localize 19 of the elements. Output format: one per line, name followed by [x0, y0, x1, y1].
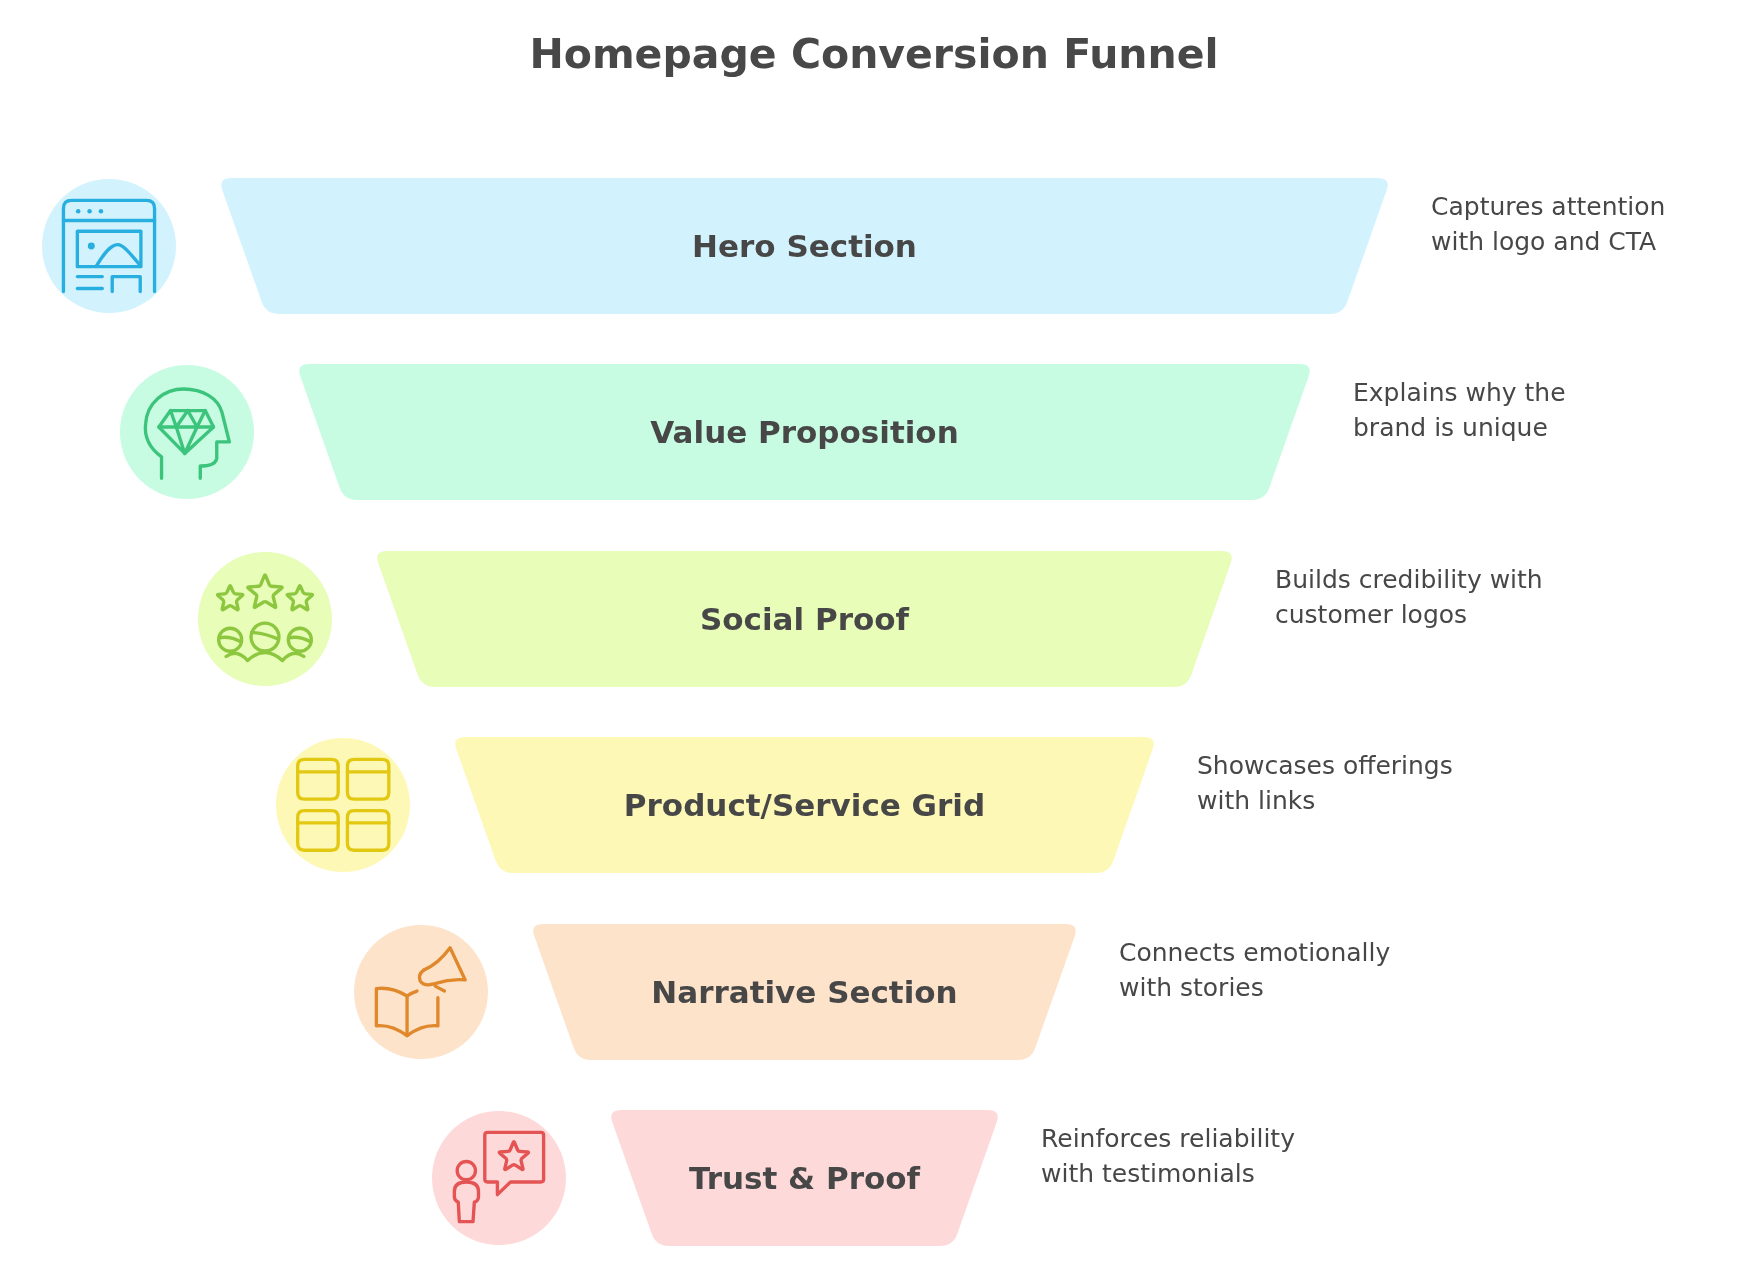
- funnel-stage: [374, 550, 1235, 687]
- stage-description: Builds credibility with customer logos: [1275, 563, 1544, 631]
- stage-description: Connects emotionally with stories: [1119, 936, 1392, 1004]
- stage-label: Narrative Section: [651, 973, 958, 1010]
- stage-label: Trust & Proof: [688, 1160, 921, 1196]
- diagram-title: Homepage Conversion Funnel: [529, 29, 1219, 80]
- funnel-stage: [452, 737, 1157, 874]
- stage-label: Social Proof: [699, 600, 910, 637]
- stage-label: Value Proposition: [650, 414, 959, 451]
- stage-description: Explains why the brand is unique: [1353, 377, 1567, 445]
- funnel-stage: [530, 923, 1079, 1060]
- funnel-stage: [608, 1110, 1001, 1246]
- stage-label: Hero Section: [692, 228, 917, 264]
- funnel-stage: [296, 364, 1313, 501]
- stage-description: Reinforces reliability with testimonials: [1041, 1123, 1296, 1190]
- stage-label: Product/Service Grid: [623, 787, 986, 824]
- stage-description: Showcases offerings with links: [1197, 750, 1454, 818]
- funnel-stage: [218, 178, 1391, 314]
- stage-description: Captures attention with logo and CTA: [1431, 191, 1667, 258]
